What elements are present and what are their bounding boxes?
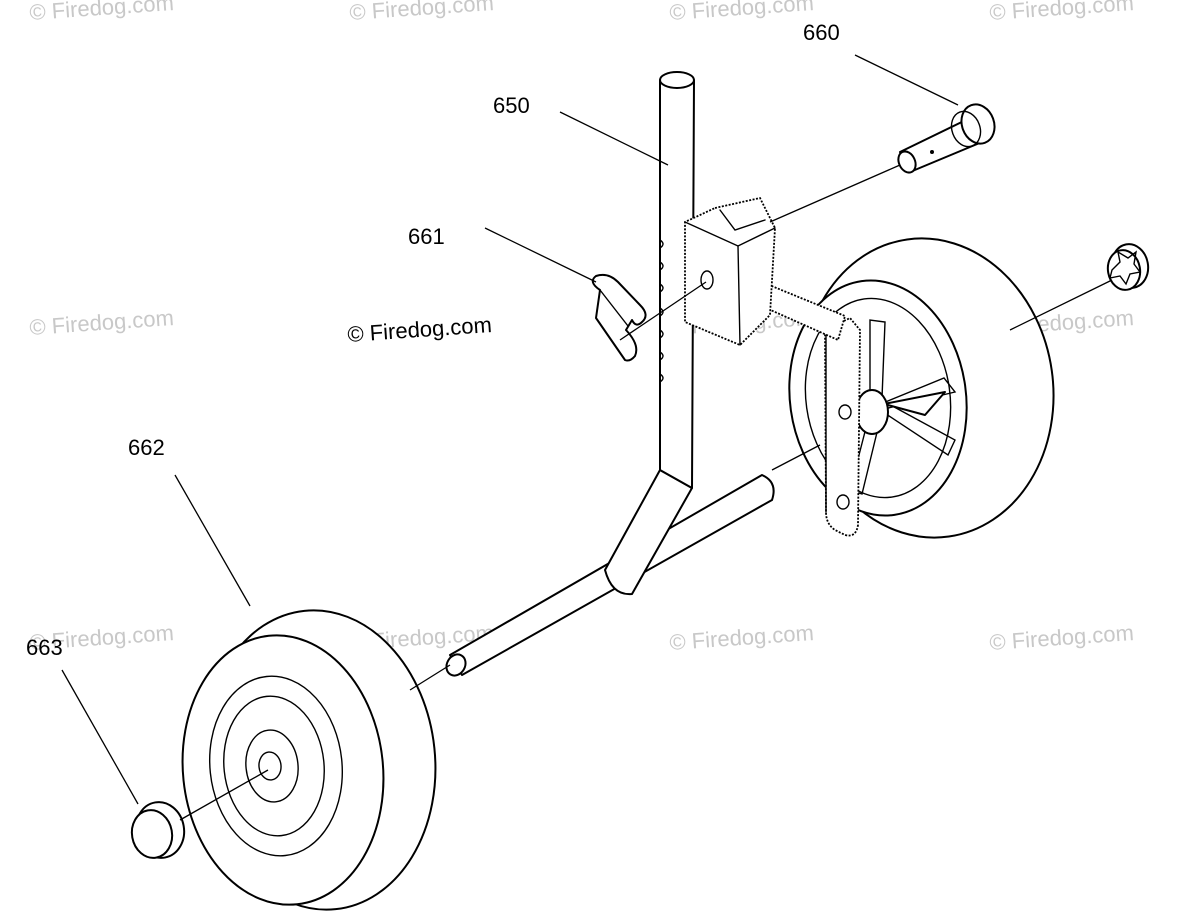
frame-650 — [445, 71, 775, 677]
leader-662 — [174, 474, 251, 607]
axis-line — [179, 769, 269, 821]
leader-650 — [559, 111, 669, 166]
axis-line — [769, 164, 901, 223]
axis-line — [619, 281, 707, 341]
watermark: © Firedog.com — [669, 0, 815, 25]
wheel-662 — [181, 609, 437, 911]
bracket-arm — [824, 316, 861, 537]
callout-660: 660 — [803, 20, 840, 45]
callout-650: 650 — [493, 93, 530, 118]
callout-661: 661 — [408, 224, 445, 249]
hub-cap-663 — [130, 801, 186, 859]
watermark: © Firedog.com — [669, 620, 815, 655]
pin-660 — [897, 103, 996, 174]
hub-cap-rear — [1106, 243, 1150, 291]
watermark-dark: © Firedog.com — [347, 312, 493, 347]
leader-660 — [854, 54, 959, 106]
bracket-block — [684, 196, 776, 347]
axis-line — [409, 664, 451, 691]
axis-line — [771, 444, 821, 471]
watermark: © Firedog.com — [989, 0, 1135, 25]
leader-663 — [61, 669, 139, 805]
watermark: © Firedog.com — [989, 620, 1135, 655]
watermark: © Firedog.com — [29, 0, 175, 25]
wheel-rear — [788, 237, 1055, 539]
watermark: © Firedog.com — [29, 305, 175, 340]
callout-662: 662 — [128, 435, 165, 460]
callout-663: 663 — [26, 635, 63, 660]
watermark: © Firedog.com — [349, 0, 495, 25]
leader-661 — [484, 227, 597, 283]
cotter-pin-661 — [591, 273, 647, 362]
